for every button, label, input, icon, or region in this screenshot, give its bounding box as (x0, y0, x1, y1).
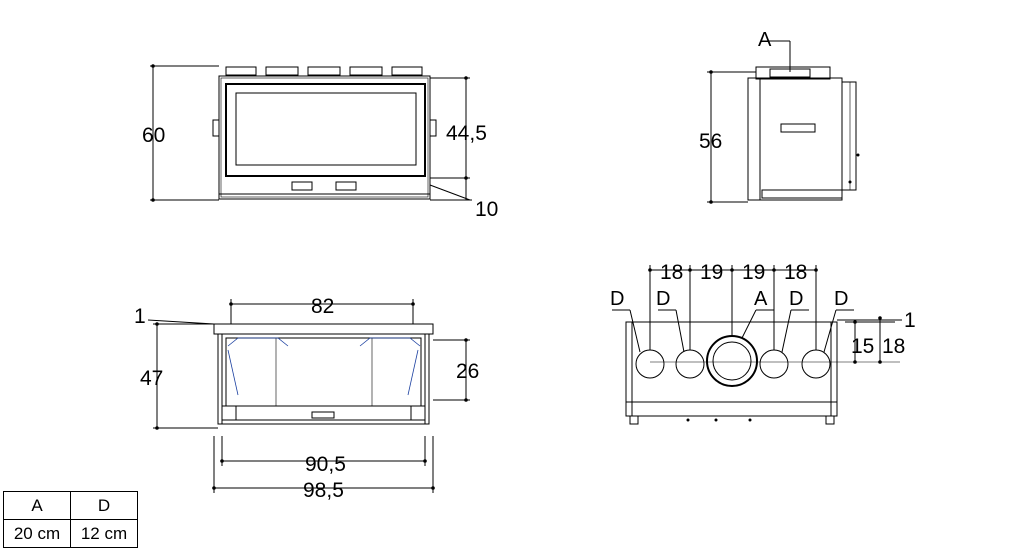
top-view: 82 1 47 26 90,5 98,5 (134, 295, 479, 502)
spacing-1: 18 (660, 261, 683, 284)
side-view: A 56 (699, 29, 860, 204)
label-d-4: D (834, 288, 848, 310)
dim-1-rear: 1 (904, 309, 916, 332)
legend-value-row: 20 cm 12 cm (3, 519, 138, 548)
dim-1-top: 1 (134, 305, 146, 328)
dim-26: 26 (456, 360, 479, 383)
spacing-2: 19 (700, 261, 723, 284)
legend-header-a: A (3, 491, 71, 520)
top-vents (225, 66, 423, 76)
legend-header-d: D (70, 491, 138, 520)
outlet-a (706, 335, 758, 387)
label-d-1: D (610, 288, 624, 310)
spacing-3: 19 (742, 261, 765, 284)
legend-table: A D 20 cm 12 cm (3, 491, 138, 548)
label-d-2: D (656, 288, 670, 310)
label-a-rear: A (754, 288, 768, 310)
outlet-d-2 (675, 349, 705, 379)
dim-44-5: 44,5 (446, 122, 487, 145)
outlet-d-3 (759, 349, 789, 379)
dim-82: 82 (311, 295, 334, 318)
front-view: 60 44,5 10 (142, 64, 498, 221)
dim-98-5: 98,5 (303, 479, 344, 502)
legend-header-row: A D (3, 491, 138, 520)
rear-view: 18 19 19 18 D D A D D 1 15 18 (610, 261, 916, 425)
label-d-3: D (789, 288, 803, 310)
legend-value-a: 20 cm (3, 519, 71, 548)
dim-15: 15 (851, 335, 874, 358)
outlet-d-1 (635, 349, 665, 379)
dim-56: 56 (699, 130, 722, 153)
dim-47: 47 (140, 367, 163, 390)
dim-60: 60 (142, 124, 165, 147)
outlet-d-4 (801, 349, 831, 379)
dim-90-5: 90,5 (305, 453, 346, 476)
label-a-side: A (758, 29, 772, 51)
dim-18: 18 (882, 335, 905, 358)
dim-10: 10 (475, 198, 498, 221)
legend-value-d: 12 cm (70, 519, 138, 548)
spacing-4: 18 (784, 261, 807, 284)
